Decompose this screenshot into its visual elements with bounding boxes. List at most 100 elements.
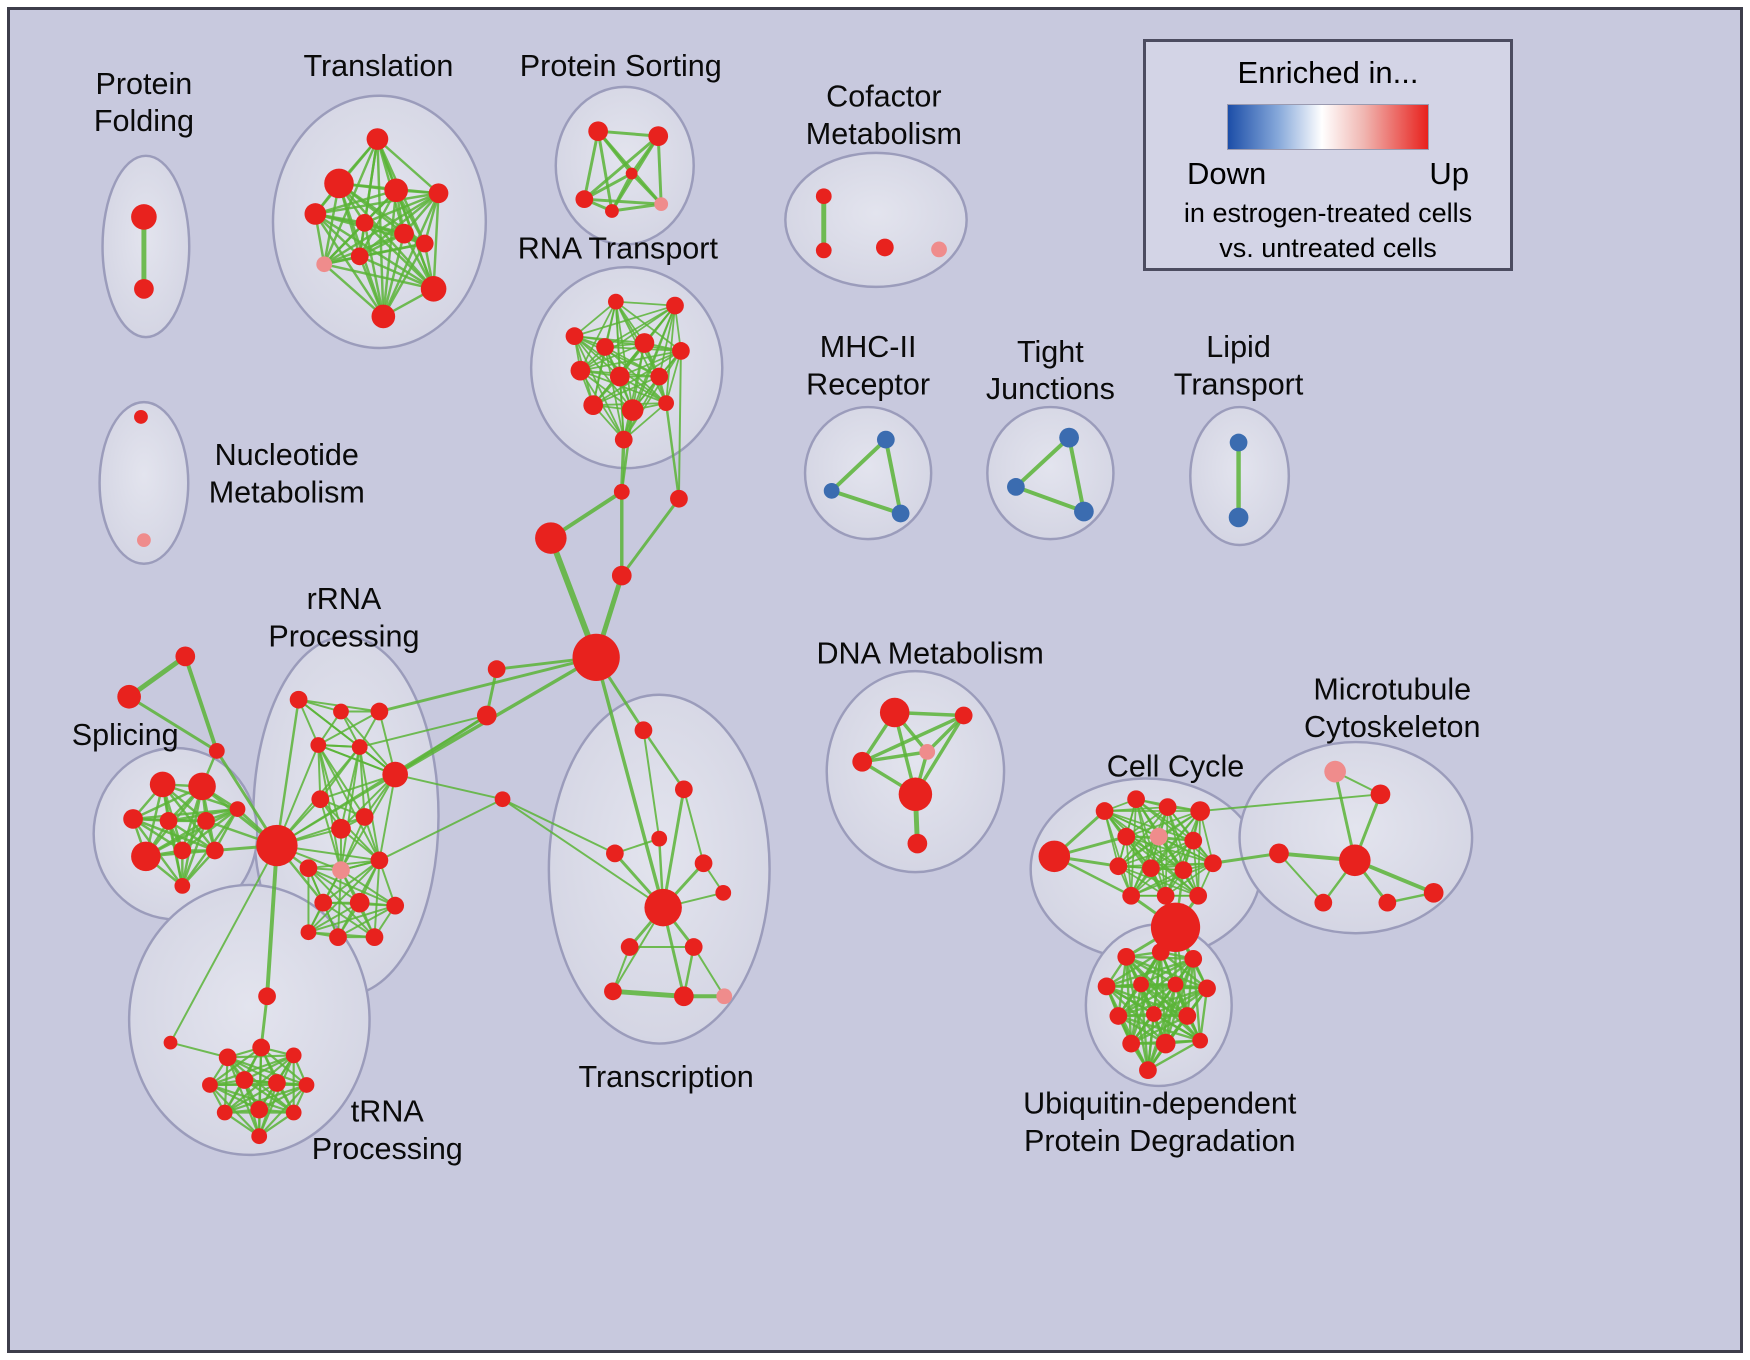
network-edge	[314, 189, 398, 216]
network-node	[648, 126, 669, 146]
legend-ends-row: Down Up	[1187, 156, 1469, 192]
network-node	[614, 430, 633, 449]
network-node	[235, 1071, 254, 1089]
network-edge	[573, 304, 676, 338]
network-edge	[594, 655, 665, 910]
network-edge	[642, 729, 686, 791]
network-node	[1370, 784, 1391, 805]
network-node	[1155, 1033, 1176, 1054]
network-edge	[378, 798, 504, 862]
network-edge	[208, 1046, 263, 1087]
network-node	[134, 278, 154, 299]
network-edge	[1105, 950, 1162, 988]
cluster-label-protein-sorting: Protein Sorting	[520, 49, 722, 83]
network-node	[1074, 501, 1094, 522]
network-edge	[614, 300, 634, 411]
network-node	[931, 241, 947, 258]
network-edge	[337, 904, 397, 939]
network-node	[1314, 893, 1333, 912]
network-node	[1059, 427, 1079, 448]
network-node	[310, 737, 327, 753]
network-node	[674, 986, 694, 1007]
network-edge	[620, 497, 681, 578]
network-node	[316, 256, 333, 273]
network-edge	[677, 349, 682, 500]
network-edge	[656, 134, 663, 206]
network-node	[875, 238, 894, 257]
legend-subtitle-1: in estrogen-treated cells	[1183, 198, 1473, 228]
network-node	[1142, 859, 1160, 878]
network-node	[611, 565, 632, 586]
network-edge	[322, 859, 381, 904]
network-edge	[1157, 835, 1167, 897]
network-edge	[373, 859, 381, 939]
network-edge	[1164, 862, 1214, 897]
network-edge	[829, 437, 888, 493]
network-node	[954, 706, 973, 725]
network-edge	[322, 221, 366, 266]
network-node	[1007, 478, 1025, 496]
legend-subtitle-2: vs. untreated cells	[1219, 232, 1437, 263]
network-node	[1158, 798, 1177, 816]
cluster-ellipse-transcription	[547, 693, 771, 1045]
network-node	[229, 801, 246, 817]
cluster-label-transcription: Transcription	[578, 1060, 753, 1094]
network-edge	[1103, 810, 1133, 897]
network-node	[384, 178, 408, 203]
network-edge	[1117, 987, 1209, 1018]
network-node	[137, 533, 151, 547]
network-node	[365, 928, 384, 947]
network-node	[1122, 1034, 1141, 1053]
network-node	[670, 489, 688, 508]
network-edge	[1139, 957, 1195, 986]
network-edge	[664, 401, 681, 500]
network-edge	[394, 773, 504, 801]
network-edge	[883, 437, 903, 516]
network-edge	[614, 300, 676, 307]
network-node	[370, 702, 389, 721]
cluster-ellipse-tight-junctions	[986, 405, 1115, 541]
network-edge	[692, 946, 726, 998]
network-node	[715, 884, 732, 901]
network-node	[891, 504, 910, 523]
network-edge	[378, 773, 397, 862]
network-node	[654, 197, 669, 211]
network-edge	[582, 129, 600, 201]
network-node	[487, 660, 506, 679]
network-node	[174, 878, 191, 894]
network-node	[300, 924, 317, 941]
network-edge	[322, 262, 435, 291]
legend-up-label: Up	[1429, 156, 1469, 191]
network-node	[314, 893, 333, 912]
network-edge	[169, 1041, 229, 1059]
network-node	[131, 841, 161, 872]
network-node	[609, 366, 630, 387]
network-node	[366, 128, 389, 150]
network-edge	[1157, 835, 1214, 865]
network-node	[218, 1048, 237, 1067]
network-edge	[501, 798, 665, 909]
network-node	[324, 168, 354, 199]
network-node	[1127, 790, 1145, 809]
network-node	[919, 744, 936, 760]
network-node	[606, 844, 624, 863]
network-node	[197, 812, 215, 830]
network-edge	[223, 1081, 279, 1114]
network-edge	[582, 134, 660, 201]
network-node	[1145, 1006, 1162, 1022]
cluster-ellipse-nucleotide-metabolism	[98, 400, 190, 565]
network-edge	[169, 844, 278, 1044]
network-node	[583, 395, 604, 415]
network-node	[349, 892, 370, 913]
network-node	[621, 399, 644, 421]
network-node	[117, 684, 141, 709]
network-edge	[579, 350, 682, 372]
network-node	[651, 830, 668, 847]
network-node	[1324, 760, 1346, 783]
network-node	[202, 1077, 218, 1093]
network-edge	[339, 869, 397, 907]
network-node	[565, 327, 584, 345]
network-node	[205, 841, 224, 860]
network-node	[428, 183, 449, 204]
